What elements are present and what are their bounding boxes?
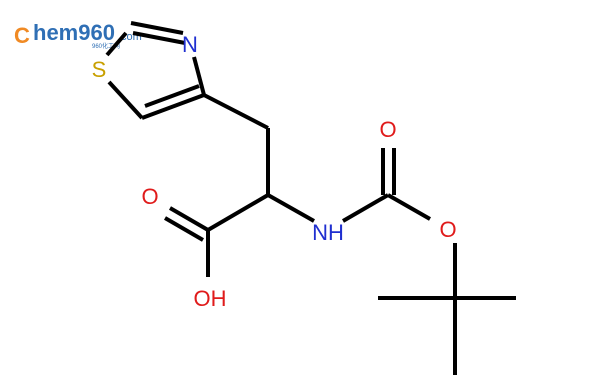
bond-c2-n3-double — [130, 21, 184, 35]
atom-nh: NH — [312, 220, 344, 245]
bond-calpha-n — [267, 193, 315, 223]
thiazole-ring — [105, 21, 206, 120]
bond-c2-n3 — [132, 31, 186, 45]
bond-cacid-o — [168, 206, 210, 232]
atom-s-ring: S — [92, 57, 107, 82]
watermark-text: hem960 — [33, 20, 115, 45]
atom-o-acid-carbonyl: O — [141, 184, 158, 209]
bond-cacid-o-double — [163, 216, 205, 242]
bond-ccarb-oester — [387, 193, 431, 221]
bond-c4-cbeta — [203, 93, 269, 130]
bond-s1-c2 — [105, 31, 128, 57]
bond-c4-c5 — [141, 93, 205, 120]
atom-n-ring: N — [182, 32, 198, 57]
bond-calpha-cacid — [206, 193, 270, 232]
bond-n-ccarb — [341, 193, 390, 223]
atom-o-ester: O — [439, 217, 456, 242]
atom-oh-acid: OH — [194, 286, 227, 311]
watermark-sub: 960化工网 — [92, 42, 120, 50]
bond-c5-s1 — [107, 80, 144, 120]
backbone — [163, 93, 516, 375]
atom-o-carbamate-carbonyl: O — [379, 117, 396, 142]
bond-n3-c4 — [192, 56, 206, 96]
bond-c4-c5-double — [144, 84, 200, 108]
atom-labels: N S O OH NH O O — [92, 32, 457, 311]
watermark-letter: C — [14, 23, 30, 48]
